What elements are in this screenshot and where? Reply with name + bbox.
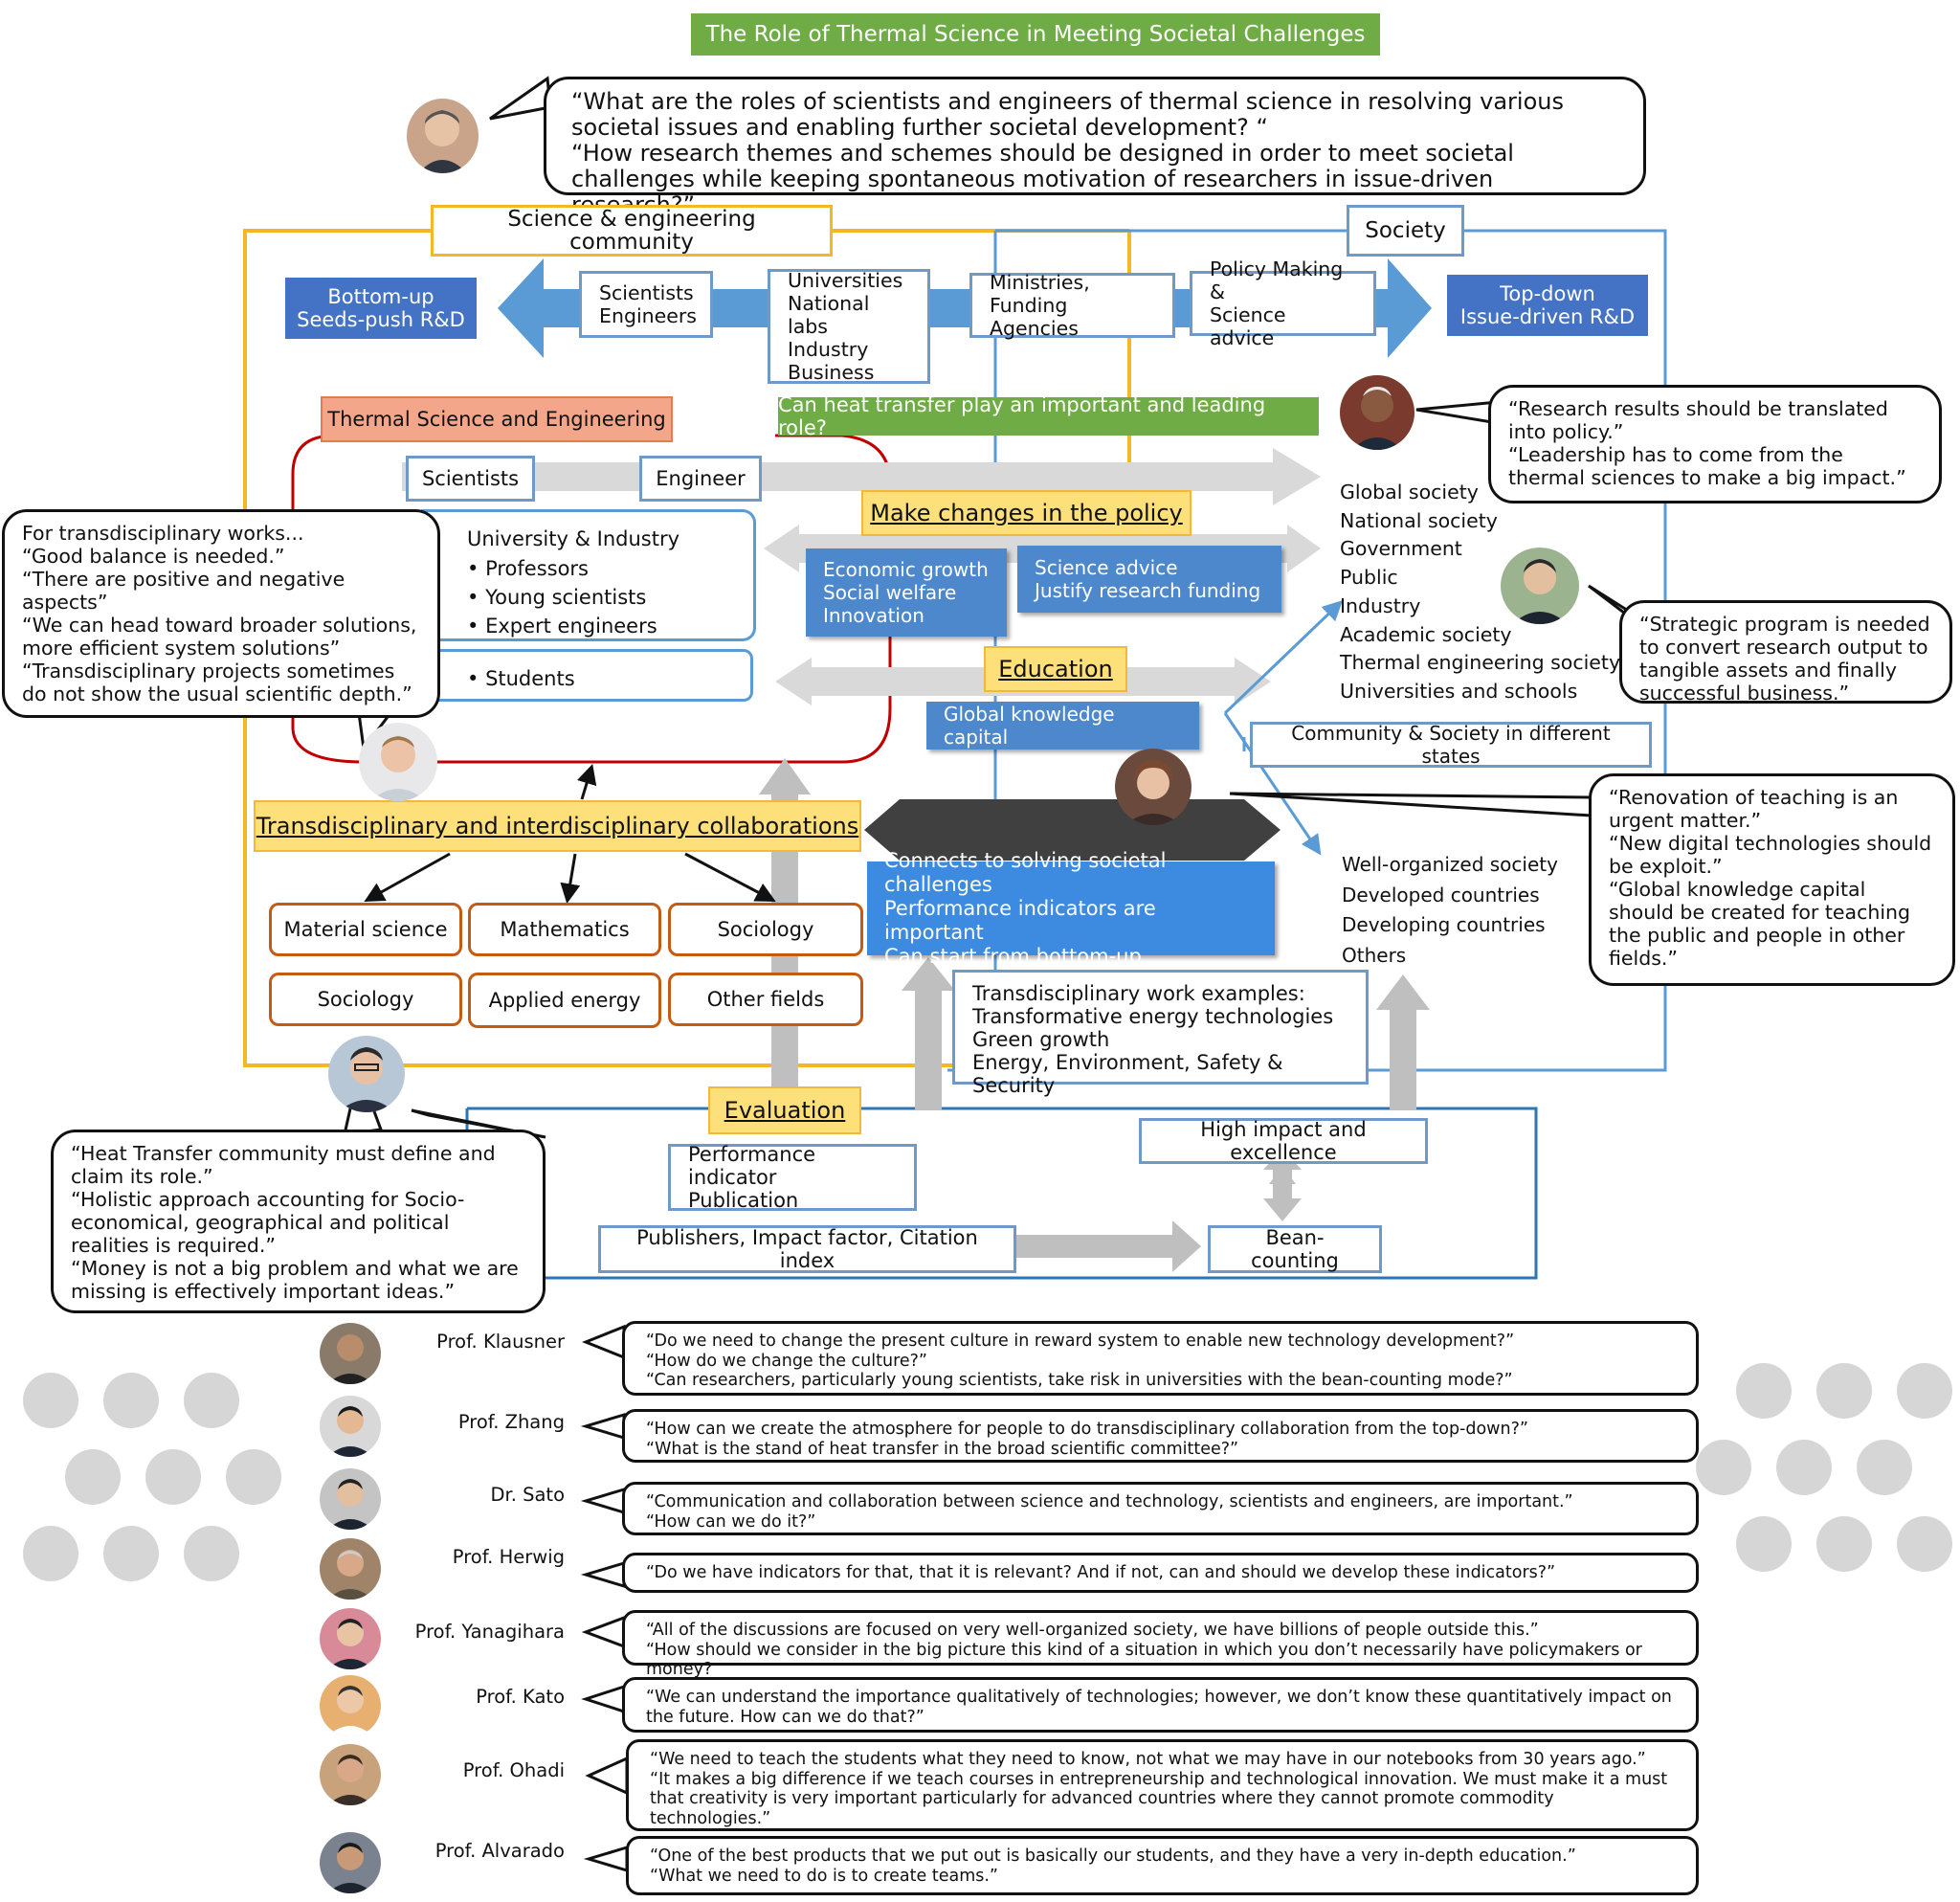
society-list-item: Public: [1340, 566, 1398, 590]
prof-quote: “One of the best products that we put ou…: [626, 1836, 1699, 1895]
quote-heat-transfer: “Heat Transfer community must define and…: [51, 1130, 546, 1313]
field-mathematics: Mathematics: [468, 903, 661, 956]
states-list-item: Developing countries: [1342, 913, 1546, 936]
society-label: Society: [1347, 205, 1464, 257]
field-sociology-2: Sociology: [269, 973, 462, 1026]
science-advice-box: Science advice Justify research funding: [1017, 546, 1281, 613]
quote-research-results: “Research results should be translated i…: [1488, 385, 1942, 503]
avatar-speaker-strategic: [1501, 548, 1579, 624]
society-list: Global society National society Governme…: [1340, 479, 1620, 706]
prof-name: Prof. Alvarado: [434, 1840, 565, 1862]
avatar-speaker-top: [407, 99, 479, 173]
global-knowledge-box: Global knowledge capital: [926, 702, 1199, 750]
prof-quote: “Do we have indicators for that, that it…: [622, 1553, 1699, 1593]
community-label: Science & engineering community: [431, 205, 833, 257]
prof-name: Prof. Yanagihara: [414, 1621, 565, 1643]
field-other-fields: Other fields: [668, 973, 863, 1026]
prof-quote: “How can we create the atmosphere for pe…: [622, 1409, 1699, 1463]
education-box: Education: [984, 646, 1127, 692]
states-list-item: Well-organized society: [1342, 853, 1558, 876]
states-list-item: Others: [1342, 943, 1407, 967]
performance-indicator-box: Performance indicator Publication: [668, 1143, 917, 1212]
prof-name: Prof. Kato: [476, 1686, 565, 1708]
avatar-speaker-transdisciplinary: [359, 723, 437, 801]
univ-industry-item: • Young scientists: [467, 586, 647, 609]
avatar-speaker-renovation: [1115, 749, 1192, 825]
states-list-item: Developed countries: [1342, 883, 1540, 906]
students-item: • Students: [467, 667, 575, 690]
avatar-prof: [320, 1396, 381, 1457]
community-states-box: Community & Society in different states: [1250, 722, 1652, 768]
society-list-item: Global society: [1340, 481, 1479, 503]
economic-growth-box: Economic growth Social welfare Innovatio…: [806, 548, 1007, 637]
avatar-prof: [320, 1608, 381, 1669]
students-box: • Students: [421, 649, 753, 702]
scientists-box: Scientists: [406, 456, 535, 502]
prof-name: Prof. Klausner: [436, 1331, 565, 1353]
society-list-item: Government: [1340, 537, 1462, 561]
make-changes-box: Make changes in the policy: [861, 490, 1192, 536]
quote-transdisciplinary: For transdisciplinary works... “Good bal…: [2, 509, 440, 718]
society-list-item: Thermal engineering society: [1340, 651, 1621, 675]
field-material-science: Material science: [269, 903, 462, 956]
quote-strategic: “Strategic program is needed to convert …: [1619, 600, 1952, 705]
ministries-box: Ministries, Funding Agencies: [969, 271, 1175, 340]
univ-industry-list: • Professors • Young scientists • Expert…: [467, 554, 657, 640]
avatar-prof: [320, 1538, 381, 1600]
society-list-item: Industry: [1340, 593, 1421, 617]
page-title: The Role of Thermal Science in Meeting S…: [691, 13, 1380, 56]
field-sociology: Sociology: [668, 903, 863, 956]
univ-industry-item: • Expert engineers: [467, 615, 657, 638]
prof-name: Prof. Herwig: [452, 1546, 565, 1568]
avatar-prof: [320, 1832, 381, 1893]
avatar-prof: [320, 1675, 381, 1736]
univ-industry-item: • Professors: [467, 557, 589, 580]
states-list: Well-organized society Developed countri…: [1342, 850, 1558, 971]
avatar-prof: [320, 1323, 381, 1384]
evaluation-box: Evaluation: [708, 1086, 861, 1134]
quote-renovation: “Renovation of teaching is an urgent mat…: [1589, 773, 1955, 986]
avatar-speaker-heat-transfer: [328, 1036, 405, 1112]
high-impact-bean-arrow: [1263, 1149, 1302, 1221]
top-question-bubble: “What are the roles of scientists and en…: [544, 77, 1646, 218]
prof-quote: “All of the discussions are focused on v…: [622, 1610, 1699, 1679]
prof-quote: “Communication and collaboration between…: [622, 1482, 1699, 1535]
univ-industry-heading: University & Industry: [467, 527, 680, 550]
transdisciplinary-box: Transdisciplinary and interdisciplinary …: [254, 800, 861, 852]
prof-name: Prof. Zhang: [457, 1411, 565, 1433]
bottom-up-box: Bottom-up Seeds-push R&D: [285, 278, 477, 339]
society-list-item: National society: [1340, 508, 1498, 532]
heat-transfer-question: Can heat transfer play an important and …: [778, 393, 1319, 439]
prof-quote: “We need to teach the students what they…: [626, 1739, 1699, 1831]
publishers-arrow: [1016, 1220, 1201, 1272]
avatar-prof: [320, 1744, 381, 1805]
prof-name: Dr. Sato: [490, 1484, 565, 1506]
society-list-item: Academic society: [1340, 622, 1512, 646]
prof-quote: “Do we need to change the present cultur…: [622, 1321, 1699, 1396]
prof-quote: “We can understand the importance qualit…: [622, 1677, 1699, 1733]
society-list-item: Universities and schools: [1340, 679, 1578, 703]
engineer-box: Engineer: [639, 456, 762, 502]
thermal-science-box: Thermal Science and Engineering: [321, 396, 673, 442]
avatar-speaker-research: [1340, 375, 1414, 450]
evaluation-frame: [544, 1107, 1538, 1280]
avatar-prof: [320, 1468, 381, 1530]
top-down-box: Top-down Issue-driven R&D: [1447, 275, 1648, 336]
bean-counting-box: Bean-counting: [1208, 1225, 1382, 1273]
publishers-box: Publishers, Impact factor, Citation inde…: [598, 1225, 1016, 1273]
univ-industry-box: University & Industry • Professors • You…: [421, 509, 756, 641]
field-applied-energy: Applied energy: [468, 973, 661, 1028]
scientists-engineers-box: Scientists Engineers: [579, 271, 713, 338]
rnd-arrow: [498, 258, 1432, 358]
universities-box: Universities National labs Industry Busi…: [768, 269, 930, 384]
connects-box: Connects to solving societal challenges …: [867, 849, 1275, 968]
prof-name: Prof. Ohadi: [462, 1759, 565, 1781]
high-impact-box: High impact and excellence: [1139, 1118, 1428, 1164]
